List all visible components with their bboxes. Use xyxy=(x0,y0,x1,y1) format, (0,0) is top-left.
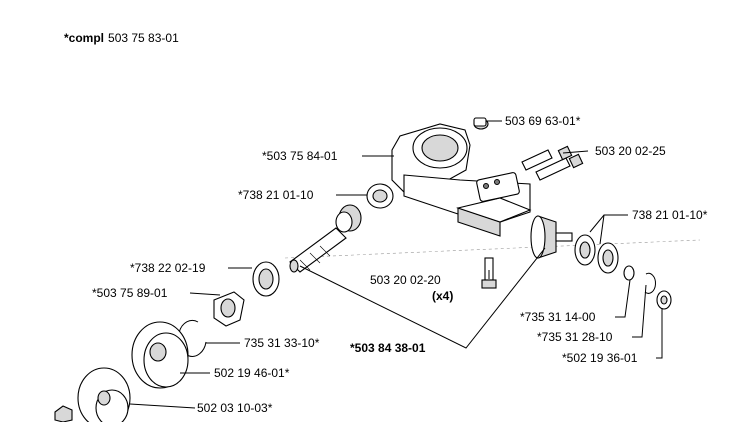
label-ring-735-31-28: *735 31 28-10 xyxy=(537,330,613,344)
bevel-gear-part xyxy=(530,215,573,259)
small-rings-part xyxy=(623,265,656,294)
label-housing: *503 75 84-01 xyxy=(262,149,338,163)
label-seal: *738 22 02-19 xyxy=(130,261,206,275)
label-circlip: 735 31 33-10* xyxy=(244,336,320,350)
bolt-lower-part xyxy=(481,257,497,289)
bolts-right-part xyxy=(521,145,584,181)
header-prefix: *compl xyxy=(64,31,104,45)
label-ring-735-31-14: *735 31 14-00 xyxy=(520,310,596,324)
label-gear-set: *503 84 38-01 xyxy=(350,341,426,355)
input-shaft-part xyxy=(289,227,347,273)
support-cup-part xyxy=(131,321,189,389)
label-thrust-washer: 502 03 10-03* xyxy=(197,401,273,415)
screw-top-part xyxy=(473,117,489,130)
label-washer-left: *503 75 89-01 xyxy=(92,286,168,300)
bearing-right-part xyxy=(574,234,619,274)
label-screw-top: 503 69 63-01* xyxy=(505,114,581,128)
label-flange-bearing: *502 19 36-01 xyxy=(562,351,638,365)
label-bolts-right: 503 20 02-25 xyxy=(595,144,666,158)
pinion-gear-part xyxy=(335,204,362,233)
label-bearing-right: 738 21 01-10* xyxy=(632,208,708,222)
thrust-washer-part xyxy=(77,367,131,422)
nut-part xyxy=(54,405,73,422)
label-bolt-lower: 503 20 02-20 xyxy=(370,273,441,287)
bearing-upper-part xyxy=(366,183,394,209)
seal-part xyxy=(252,261,280,297)
flange-bearing-part xyxy=(656,290,672,310)
label-support-cup: 502 19 46-01* xyxy=(214,366,290,380)
gear-housing xyxy=(391,123,532,237)
header-number: 503 75 83-01 xyxy=(108,31,179,45)
washer-left-part xyxy=(213,291,245,327)
label-bearing-upper: *738 21 01-10 xyxy=(238,188,314,202)
label-bolt-lower-qty: (x4) xyxy=(432,289,453,303)
